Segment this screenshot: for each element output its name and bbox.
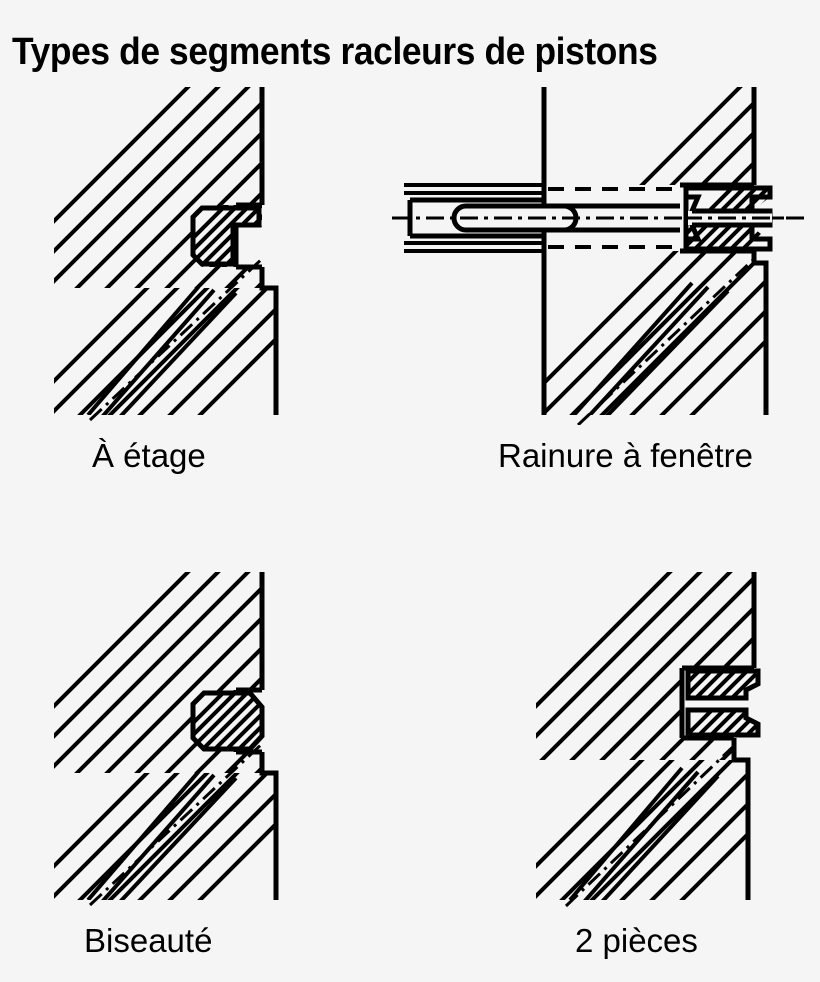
ring-biseaute bbox=[190, 690, 265, 752]
hatch-lower-body bbox=[54, 288, 276, 415]
hatch-lower-body bbox=[54, 773, 276, 900]
groove-edges bbox=[236, 687, 262, 755]
caption-deux-pieces: 2 pièces bbox=[575, 922, 698, 959]
page-title: Types de segments racleurs de pistons bbox=[12, 31, 658, 73]
figure-biseaute bbox=[50, 570, 290, 910]
ring-deux-pieces bbox=[685, 668, 761, 738]
figure-rainure-drawing bbox=[392, 87, 804, 425]
caption-biseaute: Biseauté bbox=[84, 922, 213, 959]
axis-centerline bbox=[564, 740, 740, 908]
caption-a-etage: À étage bbox=[92, 437, 206, 474]
piston-outline bbox=[679, 572, 757, 900]
figure-biseaute-drawing bbox=[54, 572, 279, 907]
hatch-upper-body bbox=[536, 572, 754, 760]
hatch-lower-body bbox=[536, 760, 748, 900]
figure-a-etage bbox=[50, 85, 290, 425]
groove-edges bbox=[682, 665, 754, 741]
figure-deux-pieces-drawing bbox=[536, 572, 761, 908]
figure-deux-pieces bbox=[522, 570, 782, 910]
axis-centerline bbox=[88, 255, 266, 422]
figure-rainure-a-fenetre bbox=[392, 85, 812, 425]
axis-centerline bbox=[576, 255, 758, 425]
axis-centerline bbox=[88, 740, 266, 907]
hidden-lines bbox=[548, 187, 680, 249]
hatch-upper-body bbox=[544, 87, 754, 185]
caption-rainure-a-fenetre: Rainure à fenêtre bbox=[498, 437, 753, 474]
ring-double-lip bbox=[683, 185, 804, 252]
figure-a-etage-drawing bbox=[54, 87, 279, 422]
hatch-upper-body bbox=[54, 87, 262, 288]
